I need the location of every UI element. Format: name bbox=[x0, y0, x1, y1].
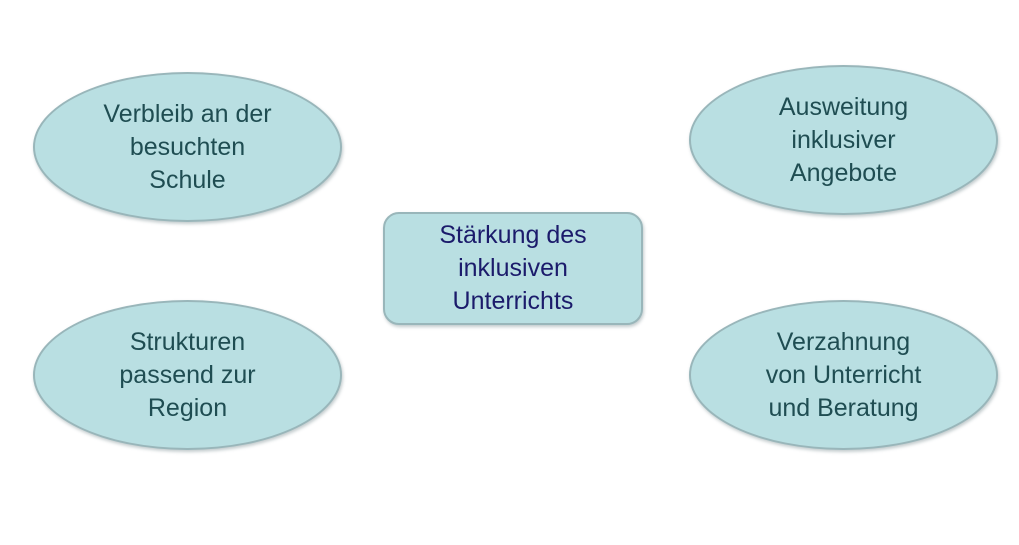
ellipse-top-right-label: Ausweitung inklusiver Angebote bbox=[778, 92, 909, 187]
ellipse-top-right: Ausweitung inklusiver Angebote bbox=[689, 65, 998, 215]
ellipse-bottom-right-label: Verzahnung von Unterricht und Beratung bbox=[765, 327, 922, 422]
ellipse-top-left-label: Verbleib an der besuchten Schule bbox=[103, 99, 272, 194]
ellipse-bottom-left: Strukturen passend zur Region bbox=[33, 300, 342, 450]
ellipse-bottom-left-label: Strukturen passend zur Region bbox=[119, 327, 256, 422]
ellipse-top-left: Verbleib an der besuchten Schule bbox=[33, 72, 342, 222]
ellipse-bottom-right: Verzahnung von Unterricht und Beratung bbox=[689, 300, 998, 450]
center-box: Stärkung des inklusiven Unterrichts bbox=[383, 212, 643, 325]
center-box-label: Stärkung des inklusiven Unterrichts bbox=[439, 221, 587, 315]
